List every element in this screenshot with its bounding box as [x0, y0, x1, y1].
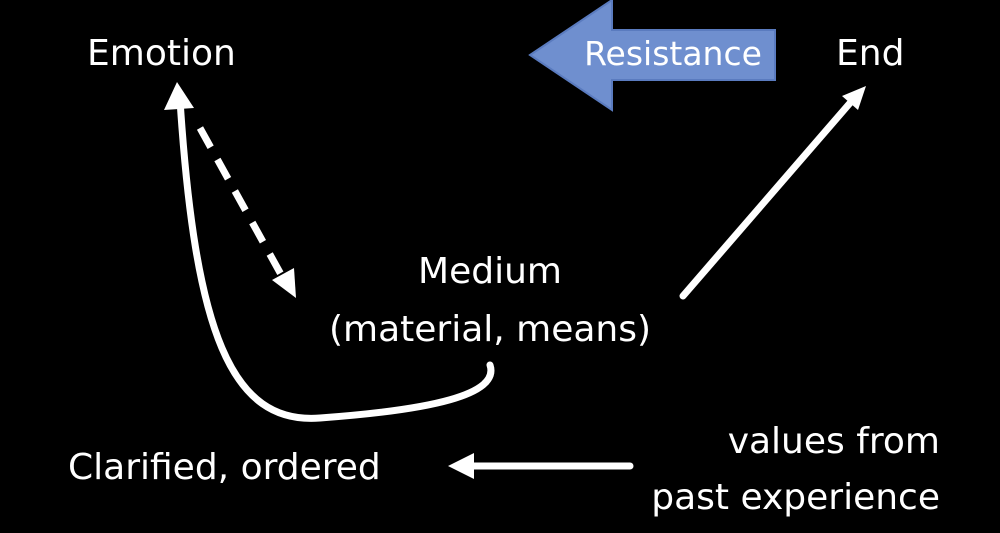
arrow-medium-to-end [679, 99, 854, 300]
arrow-medium-to-emotion [176, 96, 495, 422]
node-end: End [836, 33, 905, 74]
node-emotion: Emotion [87, 33, 236, 74]
node-clarified: Clarified, ordered [68, 447, 381, 488]
resistance-label: Resistance [584, 34, 762, 73]
arrowhead-medium-dashed [272, 268, 296, 298]
node-values-line1: values from [727, 421, 940, 462]
node-medium-title: Medium [418, 251, 562, 292]
arrowhead-clarified [448, 453, 474, 479]
arrowhead-end [842, 86, 866, 110]
arrowhead-emotion [164, 82, 194, 110]
node-medium-subtitle: (material, means) [328, 309, 652, 350]
resistance-block-arrow [528, 0, 776, 112]
arrow-emotion-to-medium-dashed [196, 126, 287, 280]
node-values-line2: past experience [651, 477, 940, 518]
